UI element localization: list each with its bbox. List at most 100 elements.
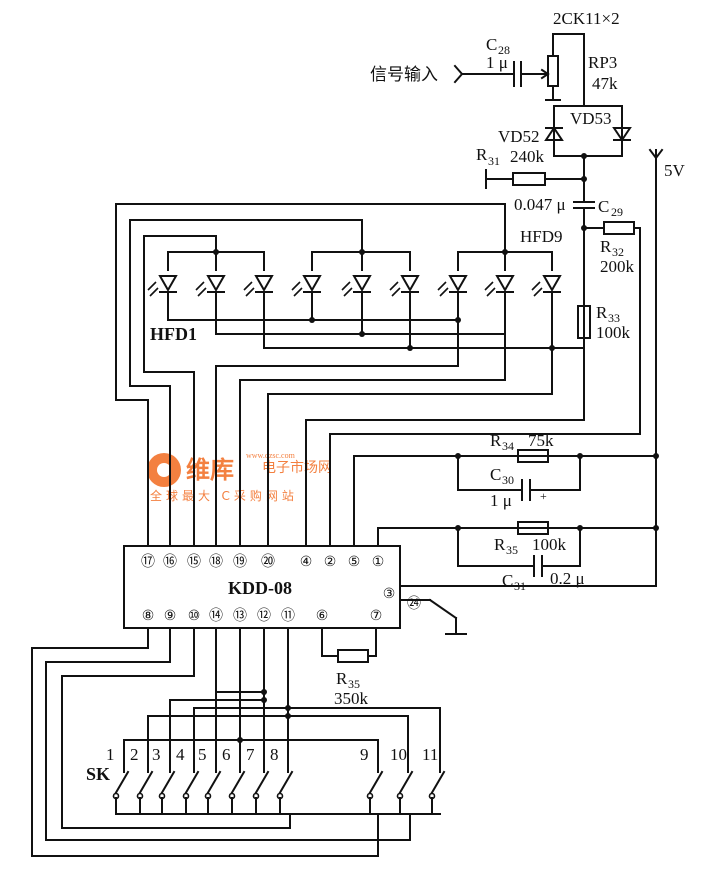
switch-10: 10: [390, 745, 414, 815]
switch-6: 6: [222, 745, 246, 815]
ic-pin-bottom: ⑦: [370, 609, 383, 624]
supply-label: 5V: [664, 161, 686, 180]
vd52-label: VD52: [498, 127, 540, 146]
vd53-diode-icon: [612, 127, 632, 142]
c30-label: C: [490, 465, 501, 484]
signal-input-label: 信号输入: [370, 65, 438, 85]
switch-number: 4: [176, 745, 185, 764]
sk-label: SK: [86, 764, 110, 784]
svg-text:35: 35: [348, 677, 360, 691]
svg-text:33: 33: [608, 311, 620, 325]
watermark: 维库 电子市场网 全球最大IC采购网站 www.dzsc.com: [147, 451, 332, 503]
hfd9-label: HFD9: [520, 227, 563, 246]
ic-pin-bottom: ⑨: [164, 609, 177, 624]
switch-9: 9: [360, 745, 384, 815]
switch-number: 11: [422, 745, 438, 764]
watermark-sub: 电子市场网: [262, 459, 332, 476]
ic-name: KDD-08: [228, 578, 292, 598]
watermark-url: www.dzsc.com: [246, 451, 296, 460]
r32-resistor: [603, 221, 635, 235]
ic-pin-top: ⑮: [187, 554, 201, 570]
ic-pin-top: ①: [372, 555, 385, 570]
svg-text:28: 28: [498, 43, 510, 57]
c28-value: 1 μ: [486, 53, 508, 72]
led-3-icon: [243, 275, 274, 297]
ic-pin-top: ⑱: [209, 554, 223, 570]
switch-3: 3: [152, 745, 176, 815]
svg-text:35: 35: [506, 543, 518, 557]
switch-number: 6: [222, 745, 231, 764]
svg-text:+: +: [540, 489, 547, 503]
r35a-resistor: [517, 521, 549, 535]
ic-pin-top: ②: [324, 555, 337, 570]
ic-pin-bottom: ⑥: [316, 609, 329, 624]
switch-1: 1: [106, 745, 130, 815]
switch-number: 9: [360, 745, 369, 764]
c31-value: 0.2 μ: [550, 569, 585, 588]
rc-network: + R 34 75k C 30 1 μ R 35 100k C 31 0.2 μ: [399, 431, 657, 635]
led-6-icon: [389, 275, 420, 297]
switch-number: 3: [152, 745, 161, 764]
switch-number: 5: [198, 745, 207, 764]
ic-pin-bottom: ⑪: [281, 608, 295, 624]
switch-wiring: SK: [31, 627, 441, 857]
switch-number: 8: [270, 745, 279, 764]
watermark-tagline: 全球最大IC采购网站: [150, 488, 298, 503]
vd52-diode-icon: [544, 126, 564, 141]
r31-value: 240k: [510, 147, 545, 166]
r33-label: R: [596, 303, 608, 322]
switch-5: 5: [198, 745, 222, 815]
c31-label: C: [502, 571, 513, 590]
svg-text:34: 34: [502, 439, 514, 453]
r35b-value: 350k: [334, 689, 369, 708]
ic-pin-bottom: ⑫: [257, 608, 271, 624]
r35b-network: R 35 350k: [321, 627, 377, 708]
switch-2: 2: [130, 745, 154, 815]
c29-label: C: [598, 197, 609, 216]
switch-number: 7: [246, 745, 255, 764]
ic-pin-top: ⑲: [233, 554, 247, 570]
ic-pin-24: ㉔: [407, 596, 421, 612]
led-8-icon: [484, 275, 515, 297]
c28-label: C: [486, 35, 497, 54]
switch-11: 11: [422, 745, 446, 815]
svg-text:30: 30: [502, 473, 514, 487]
hfd1-label: HFD1: [150, 324, 197, 344]
led-4-icon: [291, 275, 322, 297]
input-section: 信号输入 C 28 1 μ 2CK11×2 RP3 47k VD53 VD5: [370, 9, 686, 587]
switch-number: 1: [106, 745, 115, 764]
r35a-value: 100k: [532, 535, 567, 554]
diode-pair-label: 2CK11×2: [553, 9, 620, 28]
ic-pin-3: ③: [383, 587, 396, 602]
rp3-label: RP3: [588, 53, 617, 72]
led-9-icon: [531, 275, 562, 297]
ic-pin-top: ⑰: [141, 554, 155, 570]
svg-text:29: 29: [611, 205, 623, 219]
c29-value: 0.047 μ: [514, 195, 566, 214]
r31-label: R: [476, 145, 488, 164]
r34-value: 75k: [528, 431, 554, 450]
r32-label: R: [600, 237, 612, 256]
led-array: HFD1: [147, 203, 585, 351]
ic-pin-top: ⑯: [163, 554, 177, 570]
switch-8: 8: [270, 745, 294, 815]
led-2-icon: [195, 275, 226, 297]
vd53-label: VD53: [570, 109, 612, 128]
ic-pin-bottom: ⑧: [142, 609, 155, 624]
svg-text:31: 31: [488, 154, 500, 168]
r33-value: 100k: [596, 323, 631, 342]
ic-pin-bottom: ⑬: [233, 608, 247, 624]
rp3-value: 47k: [592, 74, 618, 93]
ic-pin-bottom: ⑩: [188, 609, 201, 624]
c30-value: 1 μ: [490, 491, 512, 510]
r32-value: 200k: [600, 257, 635, 276]
ic-pin-top: ⑳: [261, 554, 275, 570]
r35b-label: R: [336, 669, 348, 688]
switch-number: 10: [390, 745, 407, 764]
led-1-icon: [147, 275, 178, 297]
r33-resistor: [577, 305, 591, 339]
r34-resistor: [517, 449, 549, 463]
r35a-label: R: [494, 535, 506, 554]
r31-resistor: [512, 172, 546, 186]
r35b-resistor: [337, 649, 369, 663]
